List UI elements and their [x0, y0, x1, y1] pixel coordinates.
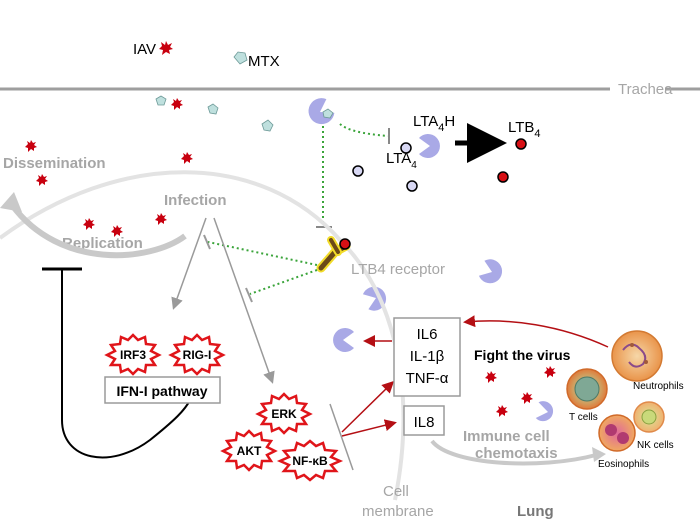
il8-box: [403, 405, 445, 436]
virus-particles: [25, 98, 556, 417]
ifn-pathway-label: IFN-I pathway: [116, 383, 207, 399]
lung-label: Lung: [517, 503, 554, 520]
svg-text:AKT: AKT: [237, 444, 262, 458]
kinase-to-il8-arrow: [341, 419, 397, 437]
lta4-molecules: [352, 142, 418, 192]
neutrophils-label: Neutrophils: [633, 381, 684, 392]
lta4-label: LTA4: [386, 150, 417, 171]
svg-text:NF-κB: NF-κB: [292, 454, 328, 468]
eosinophil-icon: [598, 414, 636, 452]
replication-label: Replication: [62, 235, 143, 252]
kinase-bracket: [329, 403, 354, 471]
il6-label: IL6: [417, 326, 438, 343]
receptor-inhibit-1: [207, 241, 318, 266]
cytokine-box: [393, 317, 461, 397]
nk-cell-icon: [633, 401, 665, 433]
rigi-star: RIG-I: [168, 333, 226, 376]
ltb4-label: LTB4: [508, 119, 541, 140]
mtx-icon: [233, 51, 248, 65]
ltb4-molecules: [497, 138, 527, 183]
svg-text:ERK: ERK: [271, 407, 297, 421]
fight-virus-label: Fight the virus: [474, 347, 571, 363]
receptor-inhibit-2: [249, 269, 318, 295]
trachea-label: Trachea: [618, 81, 673, 98]
ltb4-receptor-label: LTB4 receptor: [351, 261, 445, 278]
replication-arrowhead: [0, 192, 22, 212]
receptor-inhibit-bar-1: [203, 234, 211, 250]
replication-cycle-arrow: [9, 203, 187, 259]
akt-star: AKT: [220, 429, 278, 472]
eosinophils-label: Eosinophils: [598, 459, 649, 470]
chemotaxis-label-1: Immune cell: [463, 428, 550, 445]
irf3-star: IRF3: [104, 333, 162, 376]
t-cells-label: T cells: [569, 412, 598, 423]
neutrophil-icon: [611, 330, 663, 382]
receptor-inhibit-bar-2: [245, 287, 253, 303]
chemotaxis-arrowhead: [592, 447, 606, 462]
mtx-label: MTX: [248, 53, 280, 70]
erk-star: ERK: [255, 392, 313, 435]
iav-label: IAV: [133, 41, 156, 58]
il8-label: IL8: [414, 414, 435, 431]
mtx-bound-icon: [322, 108, 334, 119]
chemotaxis-label-2: chemotaxis: [475, 445, 558, 462]
chemotaxis-arrow: [430, 439, 597, 466]
ifn-pathway-box: [104, 376, 221, 404]
svg-text:IRF3: IRF3: [120, 348, 146, 362]
cell-membrane-label-2: membrane: [362, 503, 434, 520]
cell-membrane-label-1: Cell: [383, 483, 409, 500]
infection-to-kinases-arrow: [213, 217, 275, 384]
mtx-inhibit-lta4h: [339, 123, 389, 137]
virus-icon: [159, 41, 173, 55]
tnfa-label: TNF-α: [406, 370, 449, 387]
ltb4-receptor-icon: [316, 236, 351, 273]
infection-to-ifn-arrow: [171, 217, 207, 310]
nfkb-star: NF-κB: [276, 439, 344, 482]
kinase-to-il6-arrow: [341, 380, 395, 433]
dissemination-label: Dissemination: [3, 155, 106, 172]
fight-virus-arrow: [463, 315, 609, 348]
infection-label: Infection: [164, 192, 227, 209]
ifn-inhibit-line: [61, 269, 191, 459]
svg-text:RIG-I: RIG-I: [183, 348, 212, 362]
mtx-molecules: [155, 95, 274, 132]
t-cell-icon: [566, 368, 608, 410]
nk-cells-label: NK cells: [637, 440, 674, 451]
lta4h-label: LTA4H: [413, 113, 455, 134]
il1b-label: IL-1β: [410, 348, 445, 365]
